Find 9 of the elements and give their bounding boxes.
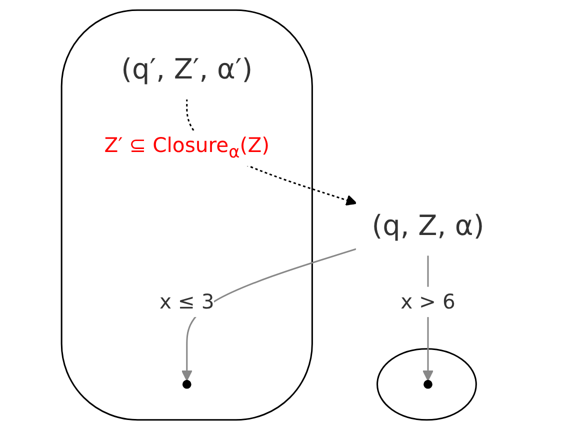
node-text: (q′, Z′, α′) (121, 54, 253, 86)
cluster (60, 9, 313, 421)
node-circle (424, 380, 432, 389)
node-circle (182, 380, 192, 389)
edge-label: Z′ ⊆ Closure$_{α}$(Z) (104, 133, 270, 163)
edge-label: x > 6 (400, 289, 456, 314)
node-text: (q, Z, α) (372, 210, 484, 242)
edge-label: x ≤ 3 (159, 289, 214, 314)
arrow (181, 248, 357, 382)
